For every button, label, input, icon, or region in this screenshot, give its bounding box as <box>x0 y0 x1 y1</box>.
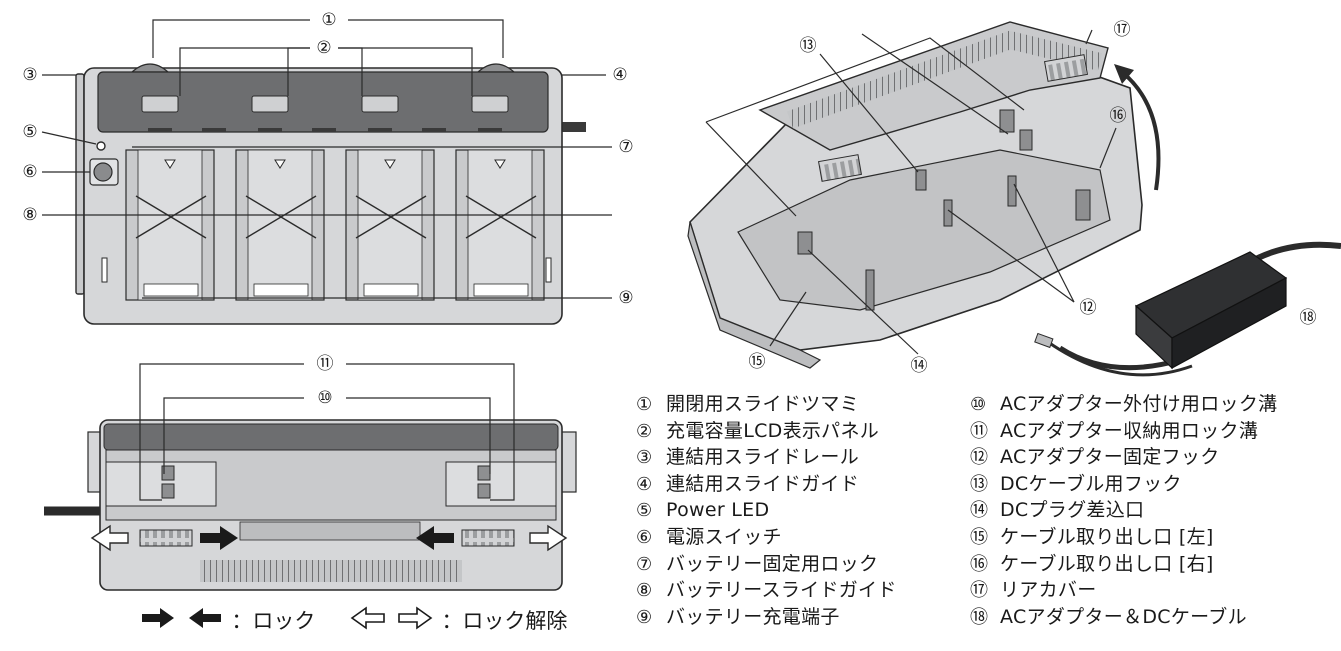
open-arrow <box>1120 70 1161 191</box>
callout-8: ⑧ <box>22 205 37 225</box>
callout-2: ② <box>316 38 331 58</box>
callout-1: ① <box>321 10 336 30</box>
callout-9: ⑨ <box>618 288 633 308</box>
slide-knob-right <box>476 63 516 73</box>
slide-knob-bottom-left[interactable] <box>139 529 193 547</box>
callout-12: ⑫ <box>1080 298 1097 318</box>
unlock-arrow-right-icon <box>397 605 433 635</box>
rear-cover <box>758 21 1109 151</box>
power-led <box>96 141 106 151</box>
callout-numbers: ① ② ③ ④ ⑤ ⑥ ⑦ ⑧ ⑨ ⑩ ⑪ ⑫ ⑬ ⑭ ⑮ ⑯ ⑰ ⑱ <box>22 10 1316 408</box>
callout-11: ⑪ <box>317 354 334 374</box>
callout-4: ④ <box>612 65 627 85</box>
callout-14: ⑭ <box>911 356 928 376</box>
battery-bay-2 <box>235 149 325 301</box>
lcd-segments <box>141 95 509 113</box>
lock-arrow-right-icon <box>140 606 176 635</box>
callout-18: ⑱ <box>1300 308 1317 328</box>
callout-15: ⑮ <box>749 352 766 372</box>
slide-knob-bottom-right[interactable] <box>461 529 515 547</box>
callout-3: ③ <box>22 65 37 85</box>
bottom-view <box>44 363 577 591</box>
callout-6: ⑥ <box>22 162 37 182</box>
lock-grooves <box>161 465 491 499</box>
callout-10: ⑩ <box>317 388 332 408</box>
battery-bays <box>125 149 545 301</box>
rear-view <box>687 21 1341 377</box>
callout-16: ⑯ <box>1110 106 1127 126</box>
unlock-label: ：ロック解除 <box>441 609 568 633</box>
ac-adapter <box>1034 241 1341 377</box>
lock-arrows <box>90 524 568 552</box>
vent-slots <box>200 560 462 582</box>
battery-bay-3 <box>345 149 435 301</box>
callout-13: ⑬ <box>800 36 817 56</box>
slide-rail-left <box>75 73 85 295</box>
power-switch[interactable] <box>93 162 113 182</box>
rear-leader-lines <box>705 29 1117 355</box>
rear-cover-knob[interactable] <box>1043 54 1089 82</box>
lock-legend: ：ロック ：ロック解除 <box>140 605 567 639</box>
front-leader-lines <box>41 19 612 299</box>
battery-bay-1 <box>125 149 215 301</box>
battery-bay-4 <box>455 149 545 301</box>
slide-knob-left <box>130 63 170 73</box>
callout-17: ⑰ <box>1114 20 1131 40</box>
unlock-arrow-left-icon <box>350 605 386 635</box>
front-view <box>41 19 612 325</box>
callout-7: ⑦ <box>618 137 633 157</box>
callout-5: ⑤ <box>22 122 37 142</box>
lock-label: ：ロック <box>231 609 316 633</box>
lock-arrow-left-icon <box>187 606 223 635</box>
